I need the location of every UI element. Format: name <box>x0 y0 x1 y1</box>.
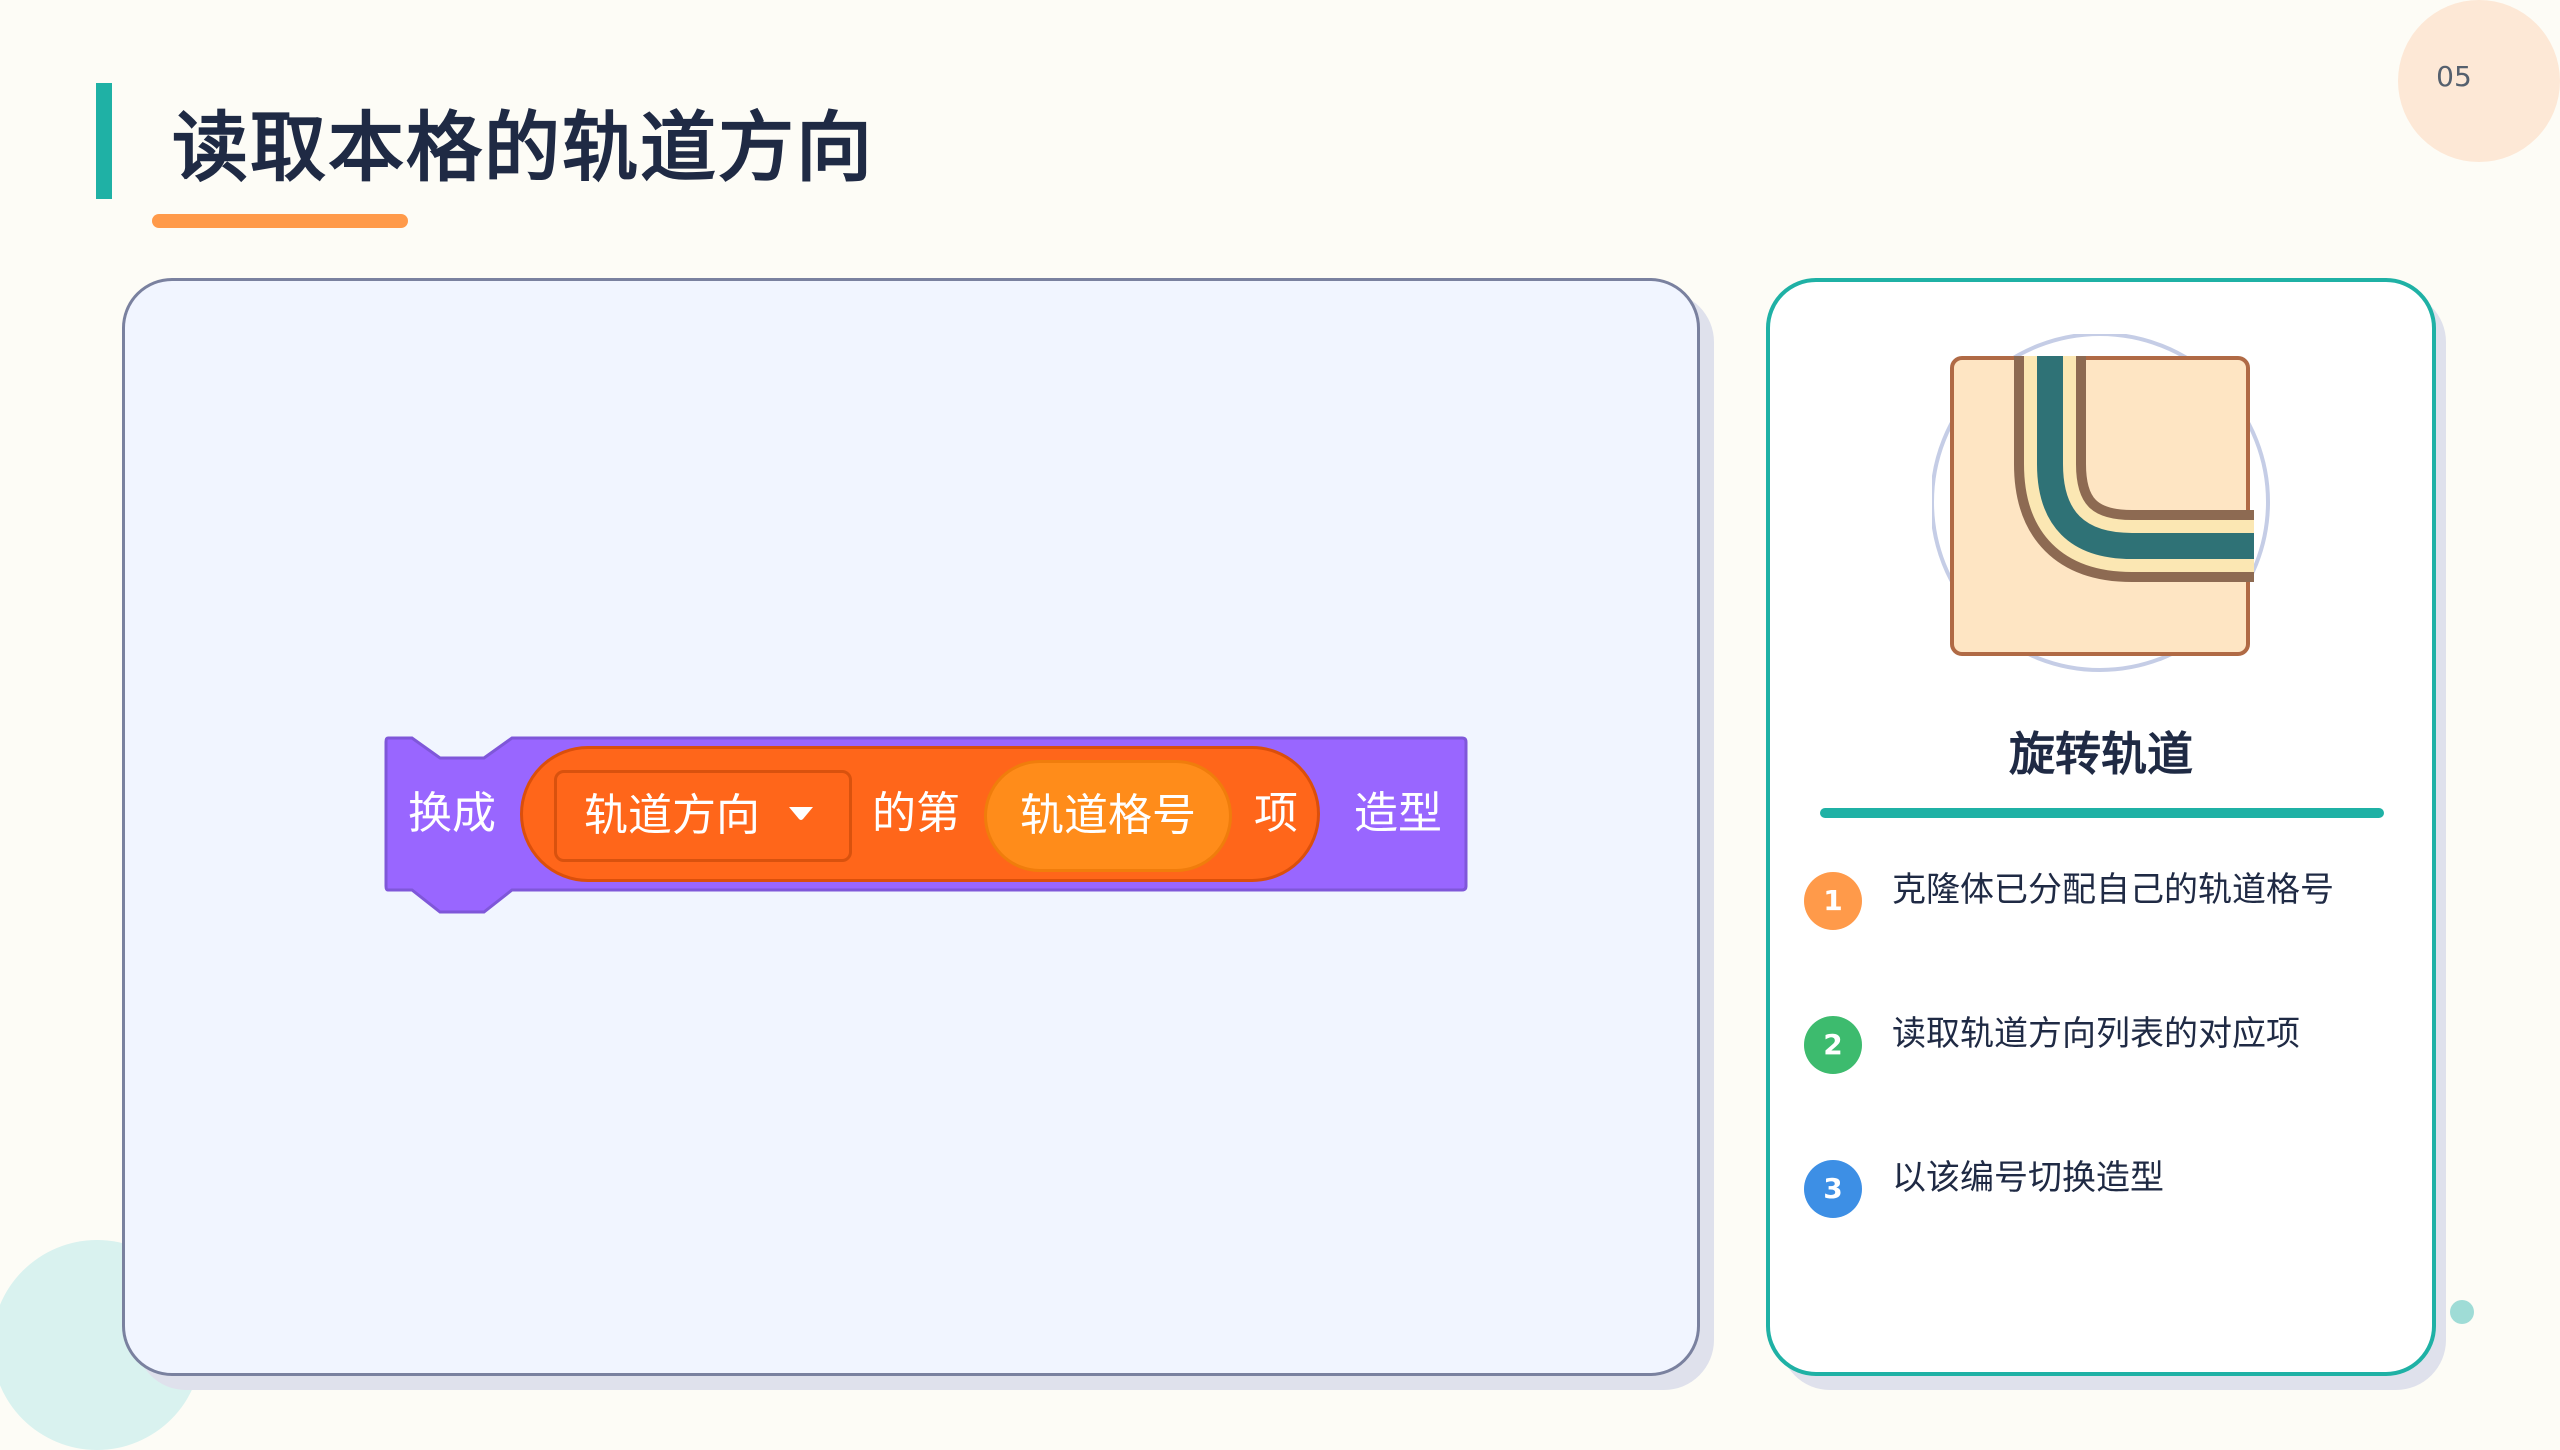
decorative-dot <box>2450 1300 2474 1324</box>
step-badge-1: 1 <box>1804 872 1862 930</box>
block-suffix-label: 造型 <box>1354 788 1442 839</box>
title-underline <box>152 214 408 228</box>
page-number: 05 <box>2436 60 2472 93</box>
info-card-title: 旋转轨道 <box>2009 727 2193 781</box>
step-text-2: 读取轨道方向列表的对应项 <box>1892 1014 2300 1054</box>
block-middle-label: 的第 <box>872 788 960 839</box>
step-badge-2: 2 <box>1804 1016 1862 1074</box>
curved-track-icon <box>1932 334 2270 672</box>
switch-costume-block[interactable]: 换成 轨道方向 的第 轨道格号 项 造型 <box>384 734 1468 916</box>
step-badge-3: 3 <box>1804 1160 1862 1218</box>
list-dropdown-value: 轨道方向 <box>584 790 760 841</box>
variable-reporter-label: 轨道格号 <box>1020 790 1196 841</box>
title-accent-bar <box>96 83 112 199</box>
variable-reporter[interactable] <box>984 760 1232 872</box>
step-text-1: 克隆体已分配自己的轨道格号 <box>1892 870 2334 910</box>
step-text-3: 以该编号切换造型 <box>1892 1158 2164 1198</box>
decorative-circle-top-right <box>2398 0 2560 162</box>
block-prefix-label: 换成 <box>408 788 496 839</box>
info-card-divider <box>1820 808 2384 818</box>
block-item-label: 项 <box>1254 788 1298 839</box>
chevron-down-icon <box>789 807 813 820</box>
page-title: 读取本格的轨道方向 <box>172 103 874 192</box>
